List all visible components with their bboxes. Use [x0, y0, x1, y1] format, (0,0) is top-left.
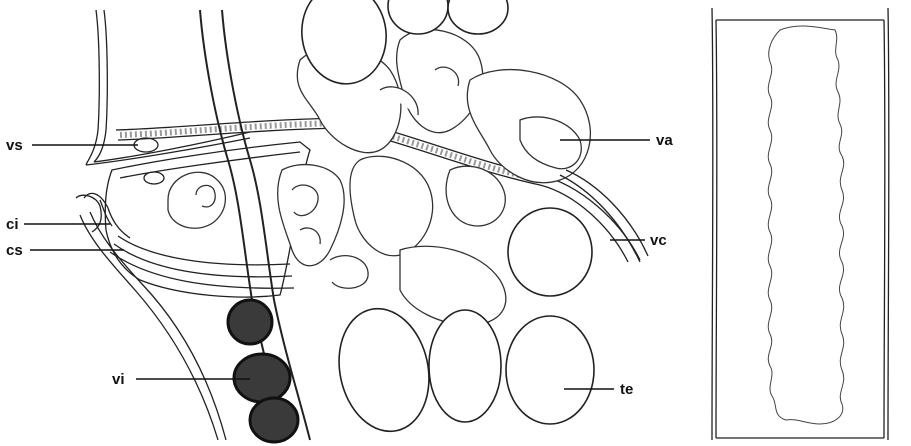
uterus-outline — [768, 26, 843, 424]
proglottid-panel — [712, 8, 889, 440]
label-vi-group: vi — [112, 371, 250, 388]
label-te: te — [620, 381, 633, 398]
label-vc: vc — [650, 232, 667, 249]
vitellaria — [228, 300, 298, 442]
internal-loops — [168, 165, 368, 289]
label-cs: cs — [6, 242, 23, 259]
label-va: va — [656, 132, 673, 149]
label-ci: ci — [6, 216, 19, 233]
label-vi: vi — [112, 371, 125, 388]
label-vs: vs — [6, 137, 23, 154]
